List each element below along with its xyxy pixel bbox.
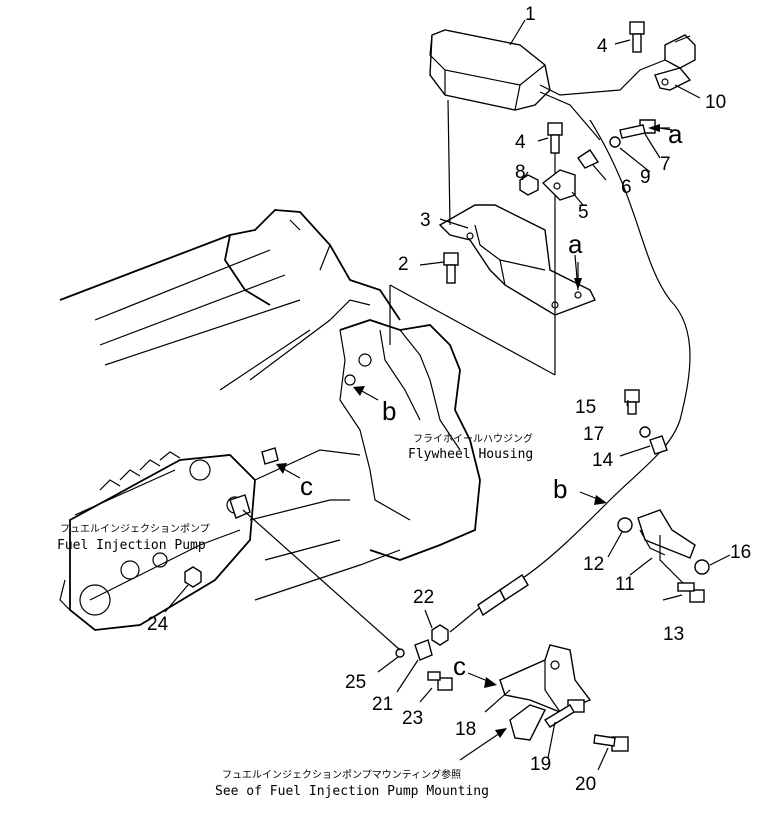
part-1-controller xyxy=(429,29,666,141)
part-18-bracket xyxy=(499,644,592,713)
part-21-ball-joint xyxy=(414,639,433,661)
part-number-12: 12 xyxy=(583,554,604,575)
part-20-bolt xyxy=(593,734,629,752)
part-number-7: 7 xyxy=(660,154,671,175)
fuel-pump-en-label: Fuel Injection Pump xyxy=(57,538,206,553)
part-number-22: 22 xyxy=(413,587,434,608)
view-arrows xyxy=(276,124,670,761)
part-number-24: 24 xyxy=(147,614,169,635)
part-number-17: 17 xyxy=(583,424,604,445)
part-10-bracket xyxy=(654,67,692,91)
part-number-13: 13 xyxy=(663,624,684,645)
part-4-bolt-middle xyxy=(547,122,563,154)
part-number-3: 3 xyxy=(420,210,431,231)
part-4-bolt-top xyxy=(629,21,645,53)
part-7-bolt xyxy=(619,119,656,139)
part-number-20: 20 xyxy=(575,774,596,795)
part-25-washer xyxy=(395,648,405,658)
view-letter-b-cable: b xyxy=(553,474,567,504)
pump-lever xyxy=(229,494,251,519)
view-letter-a-plate: a xyxy=(568,229,583,259)
engine-block xyxy=(59,209,481,601)
part-number-18: 18 xyxy=(455,719,476,740)
pump-clip xyxy=(261,447,279,465)
view-letter-c-pump: c xyxy=(300,471,313,501)
mounting-ref-jp-label: フュエルインジェクションポンプマウンティング参照 xyxy=(222,768,461,781)
view-letter-b-housing: b xyxy=(382,396,396,426)
part-number-9: 9 xyxy=(640,167,651,188)
part-3-mounting-plate xyxy=(438,204,596,316)
view-letter-a-top: a xyxy=(668,119,683,149)
part-number-23: 23 xyxy=(402,708,423,729)
part-number-19: 19 xyxy=(530,754,551,775)
part-number-15: 15 xyxy=(575,397,596,418)
part-number-10: 10 xyxy=(705,92,726,113)
connector-plug xyxy=(664,34,696,69)
part-number-16: 16 xyxy=(730,542,751,563)
pump-link-line xyxy=(242,509,401,651)
part-9-washer xyxy=(609,136,621,148)
part-23-bolt xyxy=(427,671,453,691)
part-number-25: 25 xyxy=(345,672,366,693)
part-15-bolt xyxy=(624,389,640,415)
part-number-14: 14 xyxy=(592,450,614,471)
control-cable xyxy=(449,119,691,633)
part-number-5: 5 xyxy=(578,202,589,223)
part-14-clamp xyxy=(649,435,668,455)
part-24-nut xyxy=(184,566,202,588)
part-22-nut xyxy=(431,624,449,646)
part-16-nut xyxy=(694,559,710,575)
part-number-4-top: 4 xyxy=(597,36,608,57)
mounting-ref-en-label: See of Fuel Injection Pump Mounting xyxy=(215,784,489,799)
part-19-bolt xyxy=(543,699,585,728)
part-number-labels: 1 2 3 4 4 5 6 7 8 9 10 11 12 13 14 15 16… xyxy=(147,4,751,795)
mounting-plate-small xyxy=(509,704,546,741)
flywheel-housing-jp-label: フライホイールハウジング xyxy=(413,432,533,445)
part-number-1: 1 xyxy=(525,4,536,25)
part-number-6: 6 xyxy=(621,177,632,198)
part-number-2: 2 xyxy=(398,254,409,275)
view-letter-c-bracket: c xyxy=(453,651,466,681)
part-12-spacer xyxy=(617,517,633,533)
part-5-bracket xyxy=(541,169,576,201)
view-letters: a a b b c c xyxy=(300,119,683,681)
part-number-8: 8 xyxy=(515,162,526,183)
part-2-bolt xyxy=(443,252,459,284)
component-labels: フライホイールハウジング Flywheel Housing フュエルインジェクシ… xyxy=(57,432,533,799)
part-8-nut xyxy=(519,174,539,196)
part-number-21: 21 xyxy=(372,694,393,715)
part-17-washer xyxy=(639,426,651,438)
part-11-bracket xyxy=(637,509,696,586)
part-13-bolt xyxy=(677,582,705,603)
part-number-4-middle: 4 xyxy=(515,132,526,153)
part-6-clip xyxy=(577,149,600,169)
part-number-11: 11 xyxy=(615,574,635,595)
fuel-pump-jp-label: フュエルインジェクションポンプ xyxy=(60,523,210,535)
flywheel-housing-en-label: Flywheel Housing xyxy=(408,447,533,462)
leader-lines xyxy=(164,19,731,771)
